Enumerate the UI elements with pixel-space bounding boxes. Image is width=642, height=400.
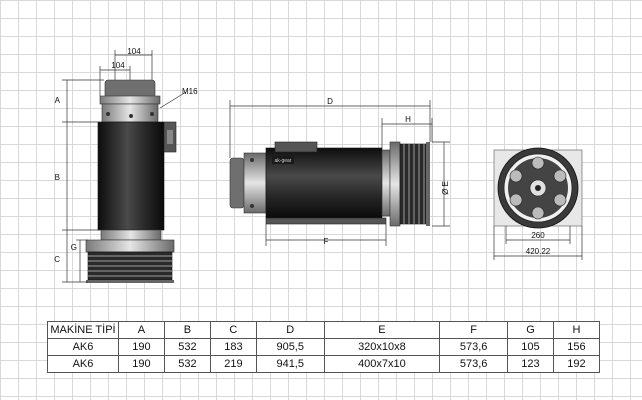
- table-cell: 573,6: [439, 338, 508, 356]
- column-header: A: [118, 321, 165, 339]
- column-header: C: [209, 321, 257, 339]
- table-cell: 532: [163, 338, 211, 356]
- table-cell: 183: [209, 338, 257, 356]
- left-view-dimensions: 104 104 M16 A B C G: [54, 47, 198, 283]
- table-cell: 190: [118, 355, 165, 373]
- dim-104-inner: 104: [111, 61, 125, 70]
- table-cell: 123: [507, 355, 554, 373]
- table-cell: 532: [163, 355, 211, 373]
- logo-text: ak-gear: [275, 158, 292, 164]
- table-row: AK6 190 532 219 941,5 400x7x10 573,6 123…: [47, 355, 601, 373]
- table-cell: AK6: [47, 355, 119, 373]
- table-cell: 105: [507, 338, 554, 356]
- column-header: H: [552, 321, 601, 339]
- right-view-dimensions: 260 420.22: [493, 226, 583, 260]
- dim-420-22: 420.22: [526, 247, 551, 256]
- table-cell: 400x7x10: [323, 355, 441, 373]
- dim-thread: M16: [182, 87, 198, 96]
- dim-E: Ø E: [441, 181, 450, 195]
- table-cell: 573,6: [439, 355, 508, 373]
- dim-B: B: [55, 173, 60, 182]
- table-cell: 219: [209, 355, 257, 373]
- dim-C: C: [54, 255, 60, 264]
- sheave-face-view: [493, 147, 583, 229]
- dim-F: F: [324, 237, 329, 246]
- middle-view-dimensions: D H F Ø E: [229, 97, 450, 246]
- table-row: AK6 190 532 183 905,5 320x10x8 573,6 105…: [47, 338, 601, 356]
- table-header-row: MAKİNE TİPİ A B C D E F G H: [47, 321, 601, 339]
- table-cell: 156: [552, 338, 601, 356]
- horizontal-machine-view: ak-gear: [229, 141, 430, 227]
- dim-D: D: [327, 97, 333, 106]
- dim-A: A: [55, 96, 61, 105]
- column-header: F: [439, 321, 508, 339]
- column-header: B: [163, 321, 211, 339]
- dim-260: 260: [531, 231, 545, 240]
- column-header: MAKİNE TİPİ: [47, 321, 119, 339]
- column-header: G: [507, 321, 554, 339]
- table-cell: 192: [552, 355, 601, 373]
- table-cell: 190: [118, 338, 165, 356]
- table-cell: 905,5: [255, 338, 325, 356]
- vertical-machine-view: [85, 79, 177, 283]
- dim-H: H: [405, 115, 411, 124]
- column-header: D: [255, 321, 325, 339]
- dimension-table: MAKİNE TİPİ A B C D E F G H AK6 190 532 …: [47, 321, 601, 373]
- table-cell: AK6: [47, 338, 119, 356]
- dim-104-outer: 104: [127, 47, 141, 56]
- table-cell: 320x10x8: [323, 338, 441, 356]
- table-cell: 941,5: [255, 355, 325, 373]
- column-header: E: [323, 321, 441, 339]
- dim-G: G: [71, 243, 77, 252]
